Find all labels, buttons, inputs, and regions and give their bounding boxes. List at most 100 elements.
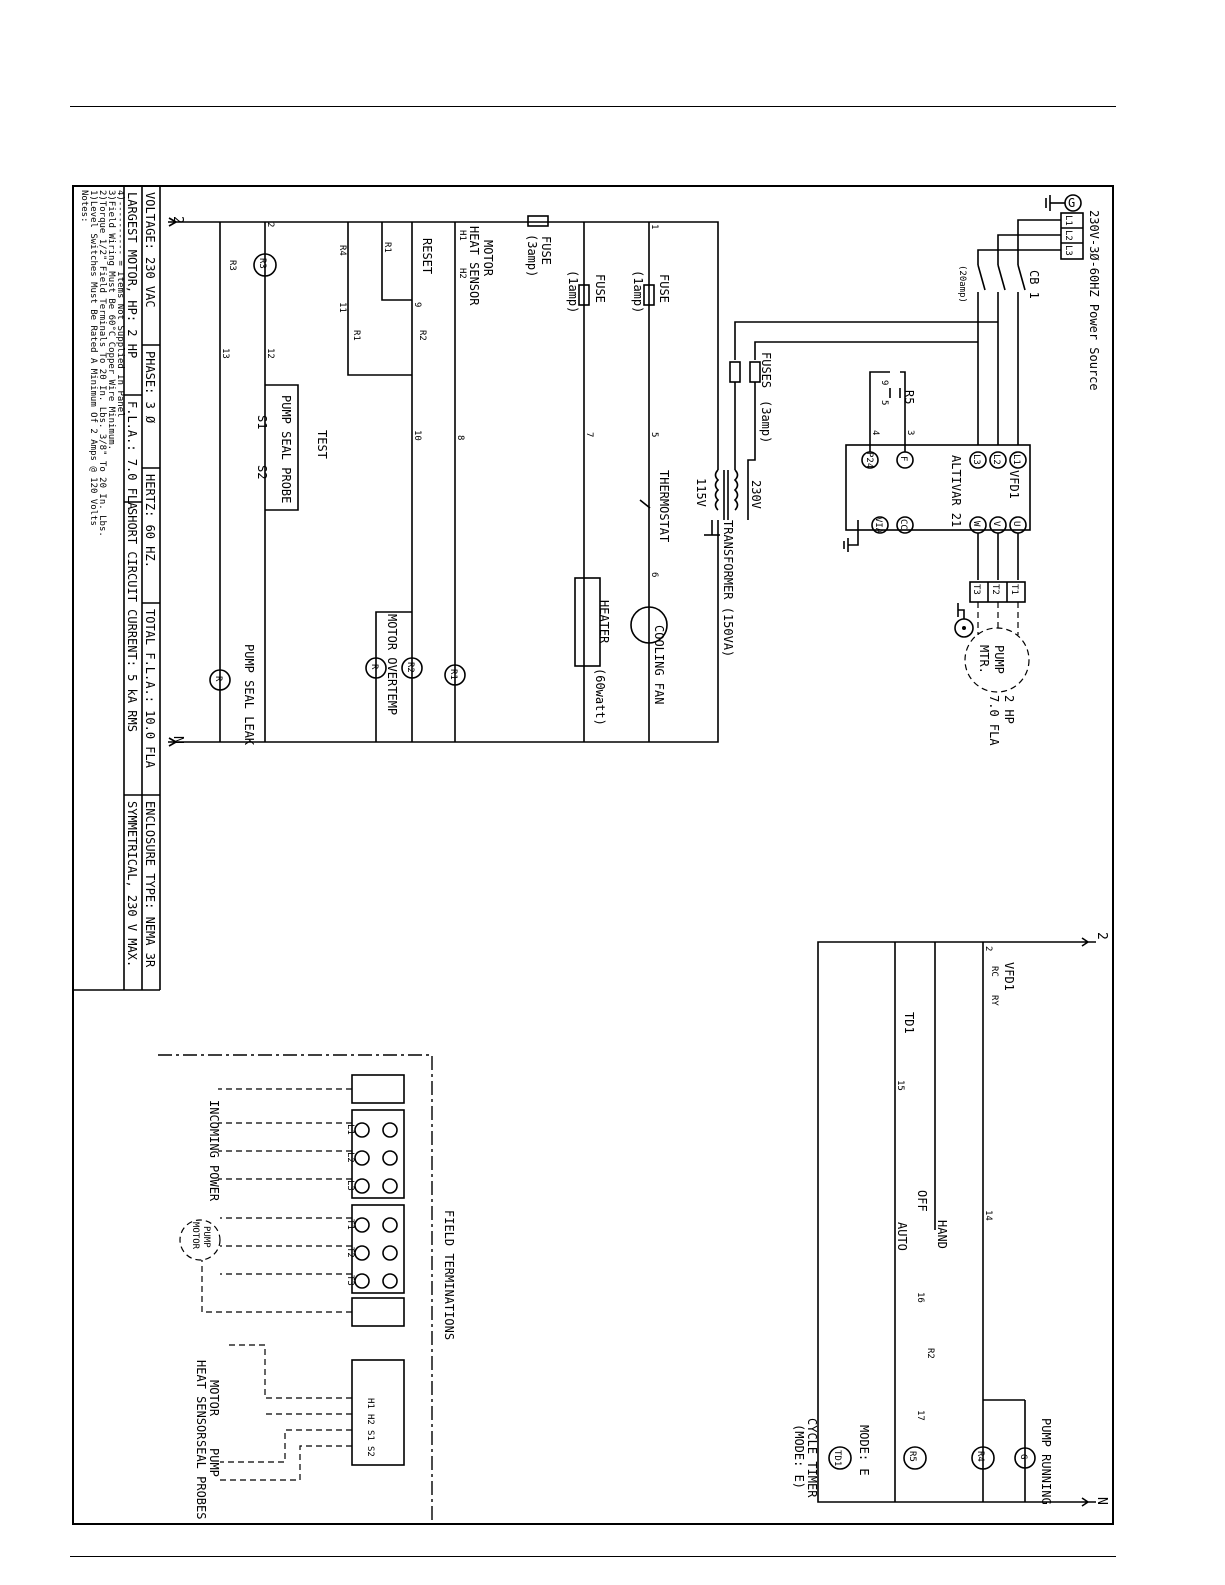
cooling-fan-icon [630,606,668,644]
svg-text:R: R [213,676,223,682]
drawing-sheet [72,185,1114,1525]
svg-text:FUSE: FUSE [657,274,671,303]
svg-text:MOTOR: MOTOR [207,1380,221,1417]
pump-motor: T1 T2 T3 PUMP MTR. 2 HP 7.0 FLA [954,533,1030,746]
note-1: 1)Level Switches Must Be Rated A Minimum… [88,190,98,526]
motor-overtemp-label: MOTOR OVERTEMP [385,614,399,715]
svg-text:14: 14 [983,1210,993,1221]
svg-text:9: 9 [412,302,422,307]
svg-text:CC: CC [898,519,908,530]
svg-text:TD1: TD1 [832,1450,842,1466]
line-l3: L3 [1063,245,1073,256]
svg-text:(3amp): (3amp) [525,234,539,277]
power-source-label: 230V-3Ø-60HZ Power Source [1087,210,1101,391]
svg-text:G: G [1018,1454,1028,1459]
rating-hertz: HERTZ: 60 HZ. [143,474,157,568]
svg-text:T1: T1 [345,1219,355,1230]
svg-text:RY: RY [989,995,999,1006]
svg-text:(60watt): (60watt) [593,668,607,726]
pump-seal-leak-label: PUMP SEAL LEAK [242,644,256,746]
cb1-rating: (20amp) [957,265,967,303]
svg-text:HAND: HAND [935,1220,949,1249]
svg-text:4: 4 [870,430,880,435]
svg-text:S1: S1 [365,1430,375,1441]
svg-text:S2: S2 [255,465,269,479]
svg-text:R2: R2 [405,662,415,673]
svg-text:FUSE: FUSE [593,274,607,303]
svg-text:VIA: VIA [873,517,883,534]
svg-text:PUMP: PUMP [201,1226,211,1248]
svg-text:15: 15 [895,1080,905,1091]
svg-text:L1: L1 [1011,454,1021,465]
vfd-name: VFD1 [1007,470,1021,499]
ground-letter: G [1068,196,1075,210]
svg-text:12: 12 [265,348,275,359]
svg-text:MTR.: MTR. [977,645,991,674]
svg-text:H2: H2 [457,268,467,279]
svg-text:5: 5 [649,432,659,437]
relay-r3-coil [253,253,277,277]
fuse-1amp-b-icon [578,284,590,306]
vfd-ground-icon [848,520,859,546]
svg-text:R2: R2 [417,330,427,341]
svg-text:R1: R1 [382,242,392,253]
transformer-label: TRANSFORMER (150VA) [721,520,735,657]
svg-text:H1: H1 [457,230,467,241]
incoming-power-label: INCOMING POWER [207,1100,221,1202]
heater-label: HEATER [597,600,611,644]
svg-text:(1amp): (1amp) [566,270,580,313]
svg-text:5: 5 [879,400,889,405]
svg-text:R1: R1 [351,330,361,341]
svg-text:MOTOR: MOTOR [481,240,495,277]
thermostat-icon [639,499,651,509]
svg-text:PUMP RUNNING: PUMP RUNNING [1039,1418,1053,1505]
svg-text:CYCLE TIMER: CYCLE TIMER [805,1418,819,1498]
svg-text:R3: R3 [227,260,237,271]
rail-n-label: N [170,736,185,744]
svg-text:R4: R4 [337,245,347,256]
cooling-fan-label: COOLING FAN [652,625,666,704]
fuses-rating: (3amp) [759,400,773,443]
svg-text:AUTO: AUTO [895,1222,909,1251]
svg-text:7.0 FLA: 7.0 FLA [987,695,1001,746]
svg-text:S1: S1 [255,415,269,429]
transformer: 230V 115V TRANSFORMER (150VA) [168,221,763,743]
svg-text:T1: T1 [1009,584,1019,595]
header-rule [70,106,1116,107]
svg-text:U: U [1011,521,1021,526]
svg-text:T3: T3 [971,584,981,595]
power-source: G L1 L2 L3 230V-3Ø-60HZ Power Source CB … [734,194,1101,445]
svg-text:16: 16 [915,1292,925,1303]
svg-text:RC: RC [989,966,999,977]
field-terminations-title: FIELD TERMINATIONS [442,1210,456,1340]
rating-symmetrical: SYMMETRICAL, 230 V MAX. [125,801,139,967]
svg-text:2: 2 [265,222,275,227]
svg-text:2 HP: 2 HP [1002,695,1016,724]
svg-text:PUMP: PUMP [992,645,1006,674]
svg-text:L2: L2 [345,1152,355,1163]
rail-l-label: 2 [170,216,185,224]
line-l1: L1 [1063,215,1073,226]
svg-text:17: 17 [915,1410,925,1421]
rating-sccr: SHORT CIRCUIT CURRENT: 5 kA RMS [125,508,139,732]
svg-text:2: 2 [1094,932,1109,940]
svg-text:6: 6 [649,572,659,577]
fuses-label: FUSES [759,352,773,388]
rating-fla: F.L.A.: 7.0 FLA [125,401,139,510]
fuses-3amp: FUSES (3amp) [729,352,773,470]
note-4: 4)---------- = Items Not Supplied In Pan… [115,190,125,418]
svg-text:(MODE: E): (MODE: E) [792,1424,806,1489]
fuse-3amp-icon [527,215,549,227]
svg-text:230V: 230V [749,480,763,509]
svg-text:L1: L1 [345,1124,355,1135]
svg-text:MOTOR: MOTOR [190,1222,200,1250]
notes: Notes: 1)Level Switches Must Be Rated A … [79,190,125,537]
heater-icon [574,577,601,667]
rating-phase: PHASE: 3 Ø [143,351,157,424]
note-heading: Notes: [79,190,89,223]
svg-text:PUMP: PUMP [207,1448,221,1477]
control-ladder-2: 2 N VFD1 RC RY 2 14 TD1 15 OFF HAND AUTO… [792,932,1109,1507]
reset-label: RESET [420,238,434,274]
pump-motor-icon [964,627,1030,693]
svg-text:R5: R5 [902,390,916,404]
